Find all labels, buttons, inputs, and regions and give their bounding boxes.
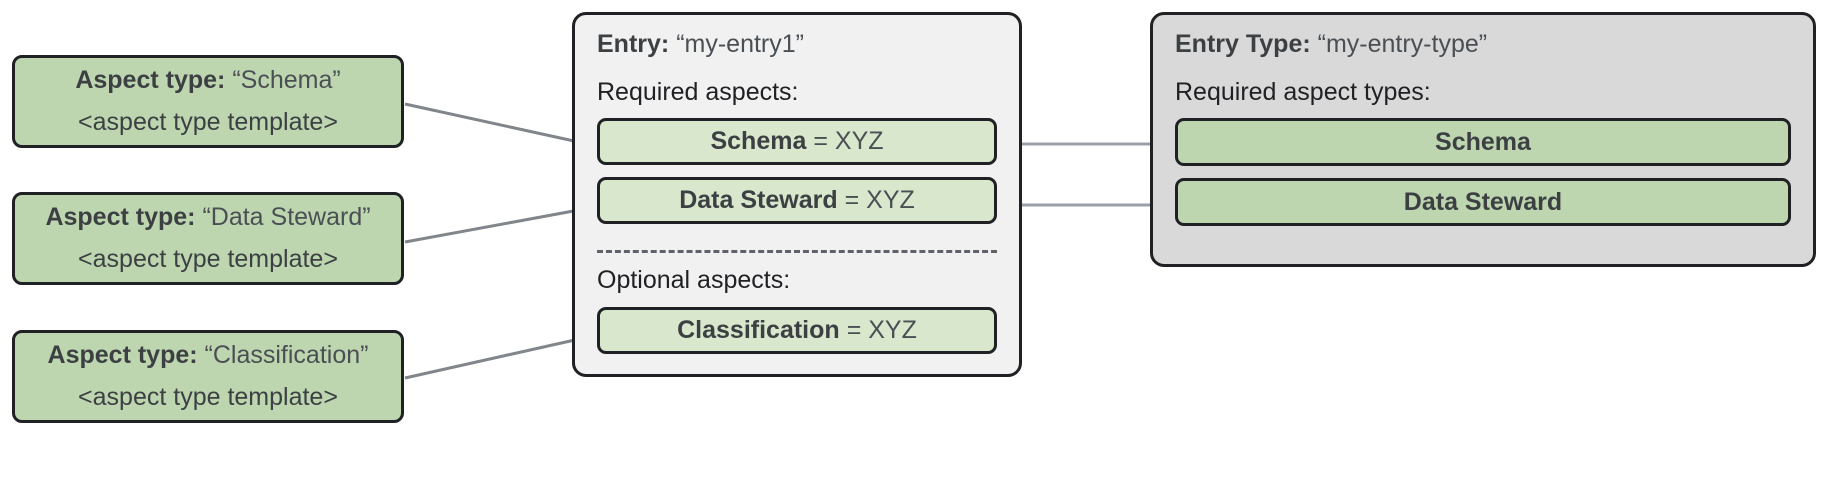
entry-type-panel-heading: Entry Type: my-entry-type <box>1175 30 1791 59</box>
aspect-type-card-data-steward-prefix: Aspect type: <box>45 203 196 231</box>
entry-name: my-entry1 <box>676 30 804 58</box>
aspect-type-card-data-steward[interactable]: Aspect type: Data Steward <aspect type t… <box>12 192 404 285</box>
entry-type-required-aspect-type-schema[interactable]: Schema <box>1175 118 1791 166</box>
aspect-type-card-data-steward-title: Aspect type: Data Steward <box>45 203 370 232</box>
aspect-type-card-schema[interactable]: Aspect type: Schema <aspect type templat… <box>12 55 404 148</box>
entry-required-aspect-schema[interactable]: Schema = XYZ <box>597 118 997 166</box>
aspect-type-card-schema-name: Schema <box>232 66 340 94</box>
entry-type-panel[interactable]: Entry Type: my-entry-type Required aspec… <box>1150 12 1816 267</box>
entry-required-aspects-label: Required aspects: <box>597 77 799 106</box>
entry-required-aspect-data-steward[interactable]: Data Steward = XYZ <box>597 177 997 225</box>
aspect-type-card-classification-title: Aspect type: Classification <box>47 341 369 370</box>
aspect-type-card-schema-prefix: Aspect type: <box>75 66 226 94</box>
entry-type-required-label: Required aspect types: <box>1175 77 1431 106</box>
entry-optional-aspect-classification-value: = XYZ <box>846 315 917 344</box>
entry-optional-aspect-classification-name: Classification <box>677 315 840 344</box>
aspect-type-card-classification-prefix: Aspect type: <box>47 341 198 369</box>
entry-panel-heading: Entry: my-entry1 <box>597 30 997 59</box>
entry-panel[interactable]: Entry: my-entry1 Required aspects: Schem… <box>572 12 1022 377</box>
entry-type-required-aspect-type-data-steward[interactable]: Data Steward <box>1175 178 1791 226</box>
entry-type-required-aspect-type-schema-name: Schema <box>1435 127 1531 156</box>
entry-required-aspect-schema-value: = XYZ <box>813 127 884 156</box>
aspect-type-card-schema-title: Aspect type: Schema <box>75 66 340 95</box>
entry-type-label-prefix: Entry Type: <box>1175 30 1311 58</box>
aspect-type-card-schema-template: <aspect type template> <box>78 107 338 136</box>
entry-optional-aspects-label: Optional aspects: <box>597 266 791 295</box>
entry-type-name: my-entry-type <box>1318 30 1487 58</box>
aspect-type-card-classification[interactable]: Aspect type: Classification <aspect type… <box>12 330 404 423</box>
entry-label-prefix: Entry: <box>597 30 670 58</box>
entry-required-aspect-data-steward-value: = XYZ <box>844 186 915 215</box>
aspect-type-card-classification-template: <aspect type template> <box>78 382 338 411</box>
entry-required-aspect-schema-name: Schema <box>710 127 807 156</box>
aspect-type-card-classification-name: Classification <box>205 341 369 369</box>
entry-required-aspect-data-steward-name: Data Steward <box>679 186 838 215</box>
entry-required-optional-divider <box>597 250 997 254</box>
entry-type-required-aspect-type-data-steward-name: Data Steward <box>1403 187 1563 216</box>
aspect-type-card-data-steward-template: <aspect type template> <box>78 244 338 273</box>
aspect-type-card-data-steward-name: Data Steward <box>202 203 370 231</box>
entry-optional-aspect-classification[interactable]: Classification = XYZ <box>597 306 997 355</box>
